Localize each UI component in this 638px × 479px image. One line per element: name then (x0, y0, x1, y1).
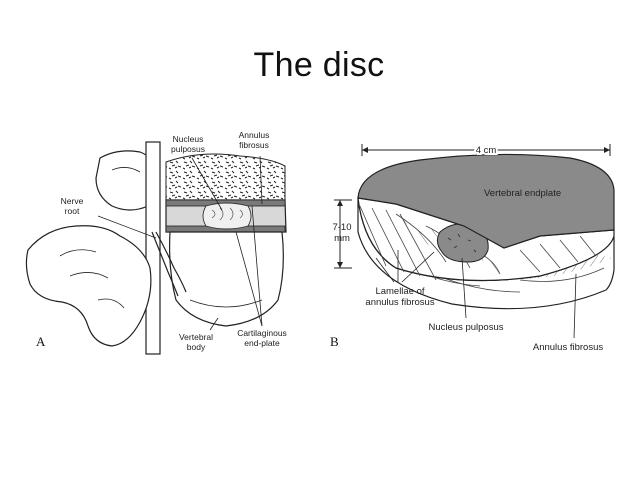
dimension-width-label: 4 cm (476, 145, 497, 156)
figure-b-drawing (334, 144, 615, 339)
figure-a-drawing (25, 141, 287, 355)
label-annulus-fibrosus-b: Annulus fibrosus (533, 342, 603, 353)
slide-title: The disc (253, 46, 385, 84)
panel-letter-a: A (36, 334, 46, 349)
label-nucleus-pulposus-b: Nucleus pulposus (429, 322, 504, 333)
label-vertebral-endplate: Vertebral endplate (484, 188, 561, 199)
panel-letter-b: B (330, 334, 339, 349)
